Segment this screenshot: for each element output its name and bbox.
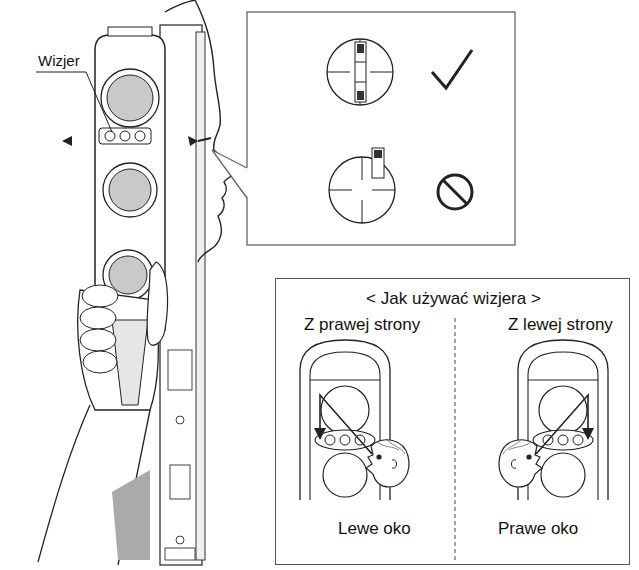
beam-detector [62,25,205,565]
side-label: Z prawej strony [304,315,420,335]
lens-ring [103,163,157,217]
inset [212,12,515,245]
callout-wedge [212,150,248,198]
sight-arrow [62,136,72,146]
inset-frame [247,12,515,245]
finger [82,285,118,307]
sight-hole [105,131,115,141]
eye-label: Prawe oko [498,519,578,539]
head-line [165,0,195,12]
lens-ring [101,69,159,127]
divider [455,318,456,560]
finger [83,351,117,373]
cover-top [108,27,152,36]
rail-detail [168,350,192,390]
sight-hole [135,131,145,141]
level-vial [355,42,366,102]
check-mark [432,50,472,88]
finger [80,307,116,329]
level-mark [355,62,366,82]
thumb [147,262,168,345]
palm [78,290,159,410]
eye-label: Lewe oko [338,519,411,539]
crosshair [329,157,395,223]
rail-detail [170,465,190,499]
face-outline [195,0,236,262]
howto-sketches [300,318,608,560]
hand [38,262,168,565]
finger [80,329,116,351]
rail-screw [176,536,184,544]
left-side-sketch [499,340,608,500]
howto-box: < Jak używać wizjera > Z prawej strony Z l… [275,278,630,565]
level-vial [372,148,384,178]
part-name: Wizjer [38,52,80,70]
lens [107,75,153,121]
arm-line [38,405,90,562]
level-bubble [357,44,364,53]
sleeve-shade [112,470,150,560]
sight-view [329,157,395,223]
right-side-sketch [300,340,409,500]
lens [109,256,147,294]
prohibit-symbol [438,175,472,209]
rail-side [196,32,205,560]
sight-bar [99,128,151,144]
eye [198,138,211,141]
rail-detail [165,548,195,560]
face-profile [165,0,236,262]
callout-wedge-line [212,150,247,198]
crosshair [327,39,393,105]
side-label: Z lewej strony [508,315,613,335]
level-bubble [357,91,364,100]
rail-screw [176,416,184,424]
box-heading: < Jak używać wizjera > [276,289,631,309]
sight-view [327,39,393,105]
prohibit-bar [443,180,467,204]
level-bubble [374,150,382,158]
leader-line [36,72,112,132]
sight-arrow [188,136,198,146]
sight-hole [120,131,130,141]
lens [109,169,151,211]
